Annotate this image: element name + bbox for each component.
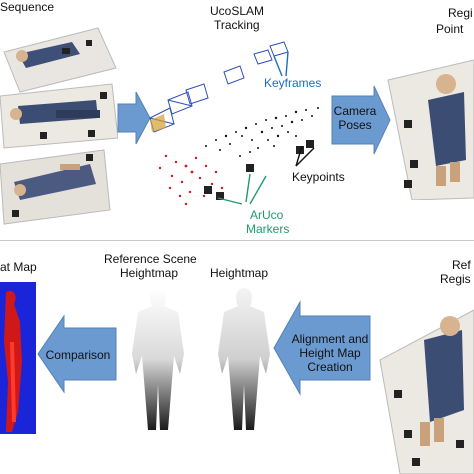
tracking-title-line1: UcoSLAM <box>210 4 265 18</box>
reference-heightmap-line2: Heightmap <box>120 266 179 280</box>
tracking-visualization <box>149 41 319 206</box>
heatmap-image <box>0 282 36 434</box>
registered-label-line1: Regi <box>448 6 473 20</box>
keypoints-pointers <box>295 145 315 167</box>
keyframes-label: Keyframes <box>264 76 322 90</box>
aruco-pointers <box>217 173 267 205</box>
heightmap-label: Heightmap <box>210 266 269 280</box>
keyframes-pointers <box>273 51 289 77</box>
reference-right-line1: Ref <box>452 258 471 272</box>
comparison-label: Comparison <box>45 348 111 362</box>
registered-point-cloud-image <box>387 59 474 200</box>
heatmap-label: at Map <box>0 260 37 274</box>
keypoints-cloud <box>205 107 319 157</box>
reference-right-line2: Regis <box>440 272 471 286</box>
camera-poses-line2: Poses <box>338 118 372 132</box>
heightmap-figure <box>218 288 270 430</box>
aruco-label-line1: ArUco <box>250 208 284 222</box>
sequence-frame-3 <box>0 149 111 225</box>
sequence-images <box>0 27 118 225</box>
section-divider <box>0 240 474 241</box>
arrow-comparison <box>37 314 117 394</box>
keypoints-label: Keypoints <box>292 170 345 184</box>
alignment-line3: Creation <box>307 360 353 374</box>
reference-heightmap-line1: Reference Scene <box>104 252 197 266</box>
aruco-markers <box>204 140 314 200</box>
alignment-line1: Alignment and <box>291 332 369 346</box>
reference-heightmap-figure <box>132 288 184 430</box>
red-points-cloud <box>158 154 224 206</box>
arrow-sequence-to-tracking <box>117 91 151 145</box>
reference-registered-image <box>379 309 474 474</box>
tracking-title-line2: Tracking <box>214 18 260 32</box>
arrow-camera-poses <box>331 85 391 155</box>
arrow-alignment <box>273 300 371 396</box>
sequence-label: Sequence <box>0 0 55 14</box>
sequence-frame-2 <box>0 83 118 149</box>
camera-poses-line1: Camera <box>333 104 377 118</box>
registered-label-line2: Point <box>436 22 464 36</box>
alignment-line2: Height Map <box>299 346 361 360</box>
aruco-label-line2: Markers <box>246 222 290 236</box>
sequence-frame-1 <box>3 27 117 93</box>
keyframe-frustums <box>149 41 289 133</box>
